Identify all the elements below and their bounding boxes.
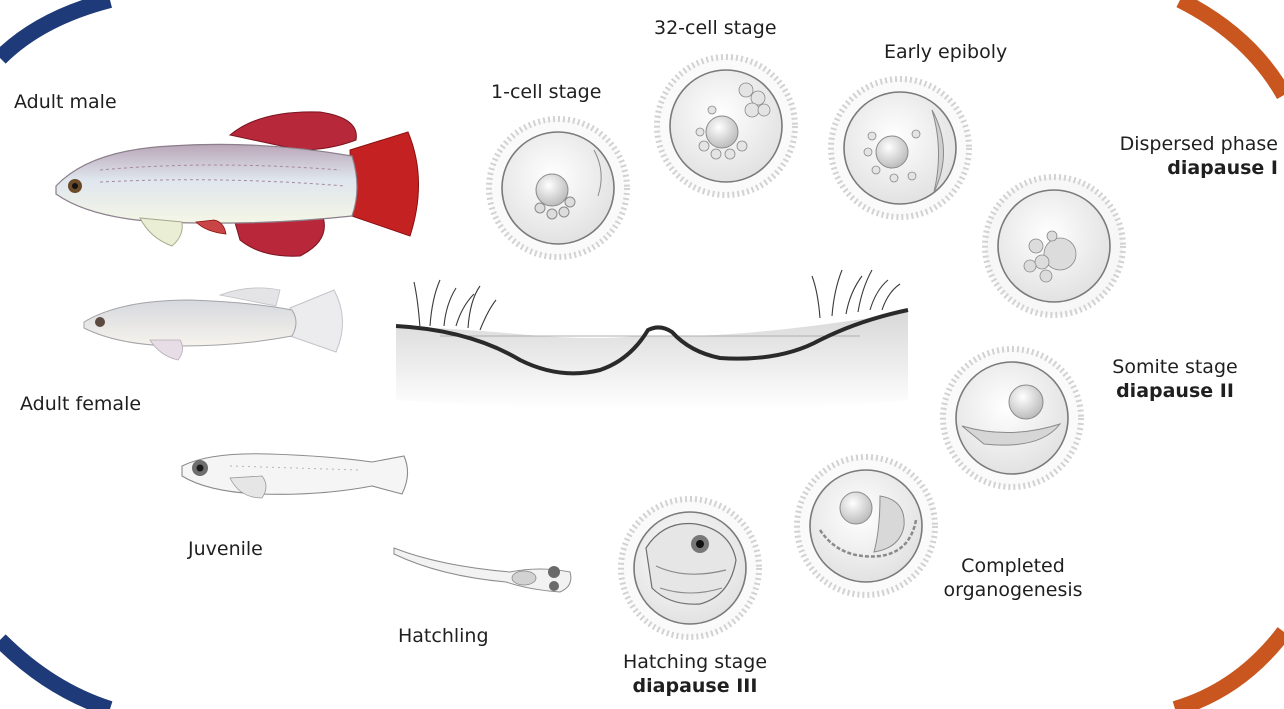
label-diapause-3-bold: diapause III: [605, 674, 785, 698]
label-hatchling: Hatchling: [398, 624, 489, 648]
adult-male-fish: [56, 112, 419, 256]
left-arc-bottom: [0, 640, 110, 709]
label-diapause-1: Dispersed phase diapause I: [1120, 132, 1278, 180]
grass-right: [812, 270, 900, 318]
juvenile-fish: [182, 454, 408, 498]
left-arc-top: [0, 0, 110, 58]
embryo-diapause-2: [943, 349, 1081, 487]
label-juvenile: Juvenile: [188, 537, 263, 561]
label-early-epiboly: Early epiboly: [884, 40, 1007, 64]
embryo-32-cell: [657, 57, 795, 195]
label-diapause-2-bold: diapause II: [1100, 379, 1250, 403]
label-32-cell-stage: 32-cell stage: [654, 16, 777, 40]
adult-female-fish: [84, 288, 343, 360]
label-adult-female: Adult female: [20, 392, 141, 416]
label-organogenesis: organogenesis: [928, 578, 1098, 602]
right-arc-top: [1180, 0, 1284, 95]
embryo-diapause-3: [621, 499, 759, 637]
label-adult-male: Adult male: [14, 90, 117, 114]
right-arc-bottom: [1175, 632, 1284, 709]
embryo-completed-organogenesis: [797, 457, 935, 595]
label-somite-stage: Somite stage: [1112, 356, 1237, 378]
grass-left: [414, 280, 496, 330]
embryo-diapause-1: [985, 177, 1123, 315]
label-completed: Completed: [928, 554, 1098, 578]
label-hatching-stage: Hatching stage: [605, 650, 785, 674]
embryo-early-epiboly: [831, 79, 969, 217]
label-completed-organogenesis: Completed organogenesis: [928, 554, 1098, 602]
label-dispersed-phase: Dispersed phase: [1120, 133, 1278, 155]
hatchling: [394, 548, 571, 592]
label-diapause-1-bold: diapause I: [1120, 156, 1278, 180]
label-1-cell-stage: 1-cell stage: [491, 80, 601, 104]
label-diapause-2: Somite stage diapause II: [1100, 355, 1250, 403]
embryo-1-cell: [489, 119, 627, 257]
pond-habitat: [396, 270, 908, 410]
label-diapause-3: Hatching stage diapause III: [605, 650, 785, 698]
